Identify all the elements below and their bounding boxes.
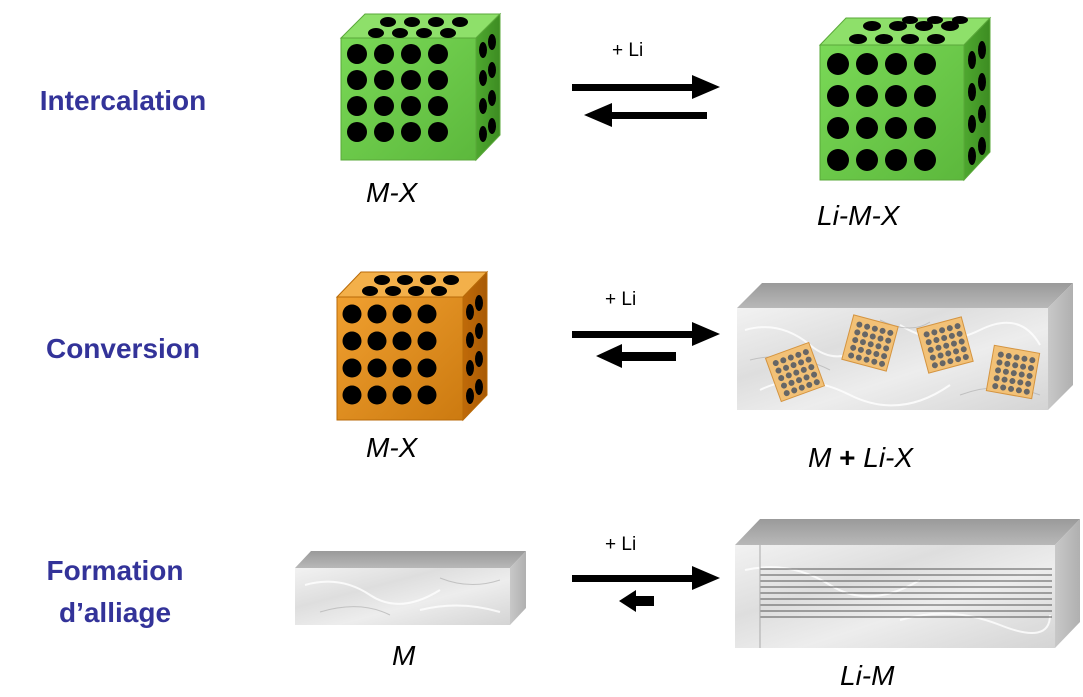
nanocrystal-3 [916, 316, 974, 374]
conversion-reactant-caption: M-X [366, 432, 418, 463]
intercalation-reactant-caption: M-X [366, 177, 418, 208]
conversion-reactant-cube [335, 270, 489, 422]
arrow-label-intercalation: + Li [612, 40, 644, 61]
conversion-equilibrium-arrows [572, 322, 720, 368]
row-label-intercalation: Intercalation [39, 85, 207, 116]
intercalation-product-cube [818, 16, 992, 182]
intercalation-equilibrium-arrows [572, 75, 720, 127]
row-label-conversion: Conversion [45, 333, 201, 364]
conversion-product-caption: M + Li-X [808, 442, 914, 473]
lithium-layers [760, 568, 1052, 618]
nanocrystal-4 [985, 344, 1041, 400]
row-label-formation-alliage: Formation d’alliage [46, 555, 184, 628]
arrow-label-alloy: + Li [605, 534, 637, 555]
intercalation-product-caption: Li-M-X [817, 200, 900, 231]
nanocrystal-1 [764, 341, 826, 403]
intercalation-reactant-cube [339, 12, 502, 162]
nanocrystal-2 [841, 314, 899, 372]
alloy-product-caption: Li-M [840, 660, 895, 691]
alloy-reactant-caption: M [392, 640, 416, 671]
alloy-product-slab [735, 519, 1080, 648]
alloy-equilibrium-arrows [572, 566, 720, 612]
alloy-reactant-slab [295, 551, 526, 625]
arrow-label-conversion: + Li [605, 289, 637, 310]
